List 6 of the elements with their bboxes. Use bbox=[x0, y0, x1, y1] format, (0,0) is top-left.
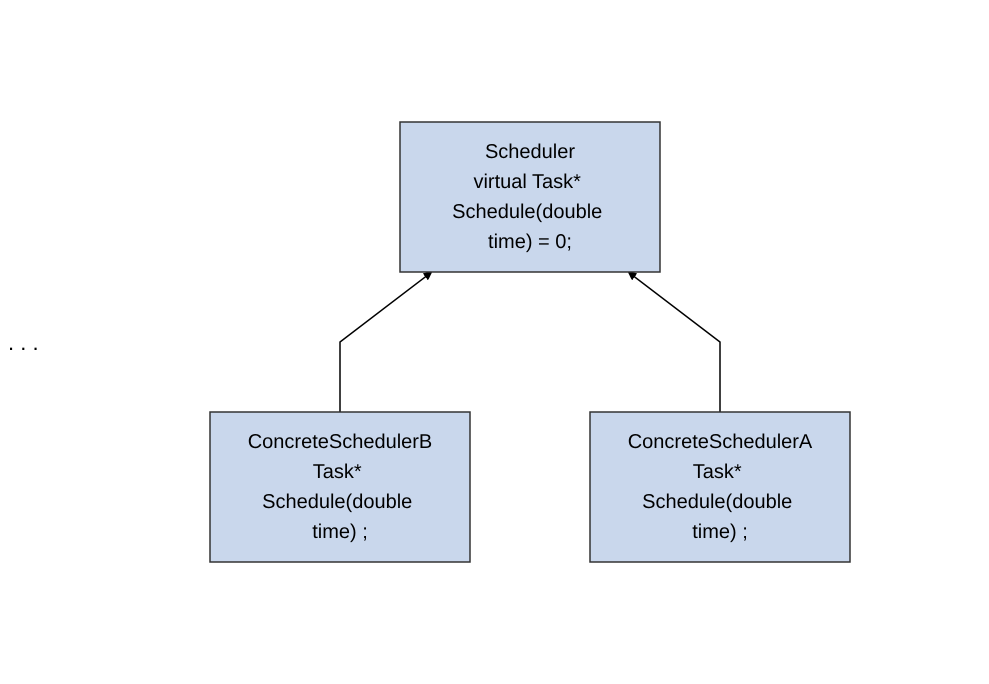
node-box: ConcreteSchedulerB Task* Schedule(double time) ; bbox=[209, 411, 471, 563]
ellipsis-text: . . . bbox=[8, 330, 39, 356]
node-box: Scheduler virtual Task* Schedule(double time) = 0; bbox=[399, 121, 661, 273]
arrow bbox=[339, 272, 432, 412]
arrow bbox=[628, 272, 721, 412]
node-box: ConcreteSchedulerA Task* Schedule(double time) ; bbox=[589, 411, 851, 563]
